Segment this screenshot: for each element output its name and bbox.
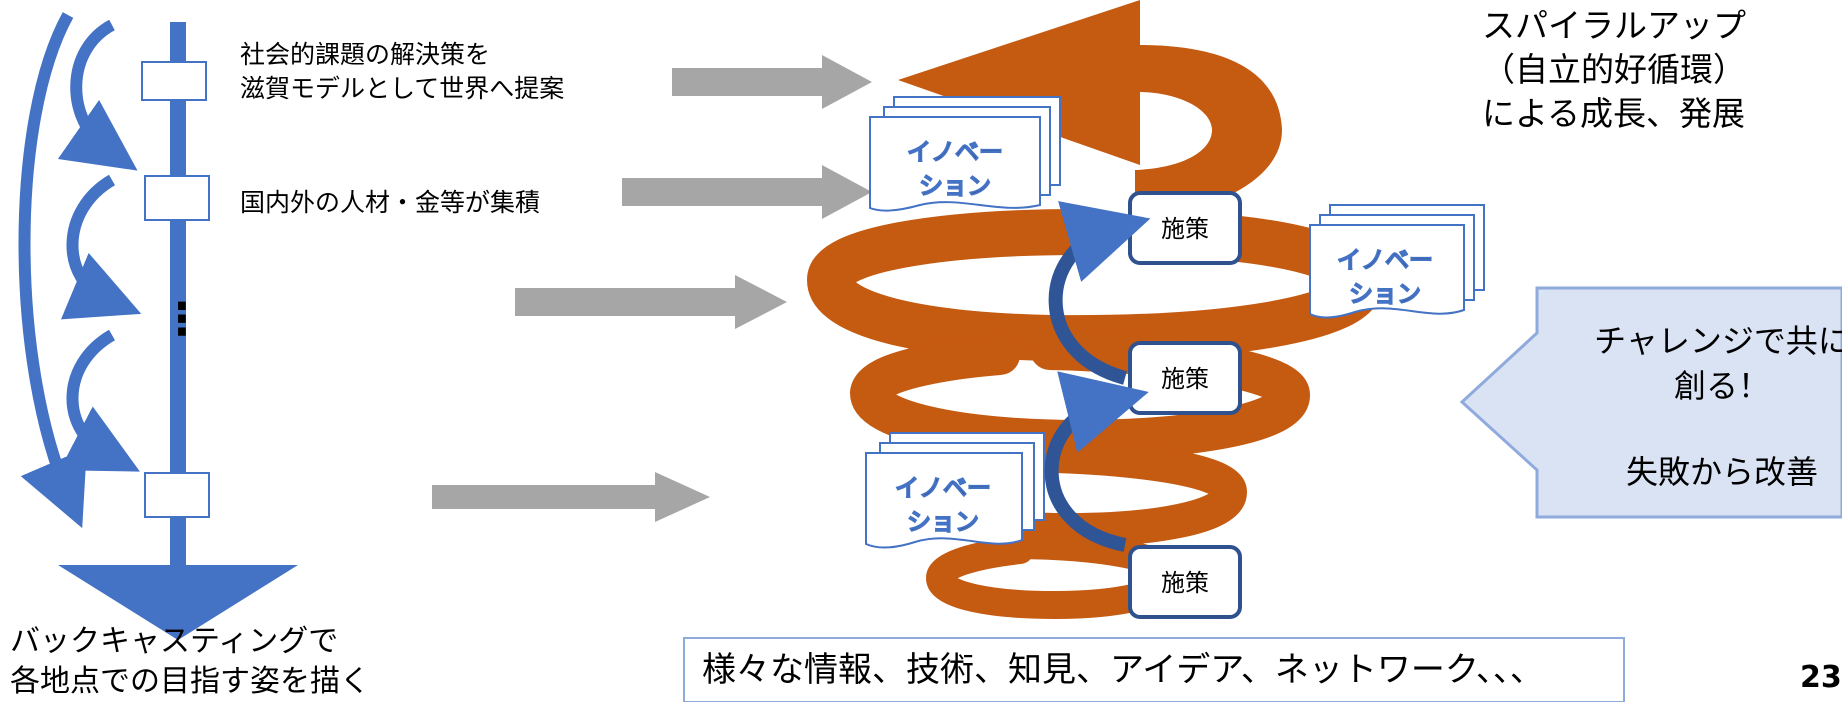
bottom-info-box xyxy=(683,637,1625,702)
continuation-dots: ⋮ xyxy=(160,294,204,345)
caption-line-1: バックキャスティングで xyxy=(10,624,339,659)
challenge-line-1: チャレンジで共に xyxy=(1594,322,1842,360)
innovation-doc-bottom: イノベー ション xyxy=(865,432,1045,549)
spiral-top-loop xyxy=(1135,45,1282,218)
measure-label: 施策 xyxy=(1161,215,1209,243)
timeline-axis xyxy=(58,22,298,640)
spiral-arrow-head xyxy=(898,0,1140,165)
gray-arrows xyxy=(432,55,872,522)
measure-box-mid: 施策 xyxy=(1128,341,1242,415)
innovation-label-1: イノベー xyxy=(895,474,991,502)
milestone-top-line-1: 社会的課題の解決策を xyxy=(240,40,491,69)
measure-arrows xyxy=(1044,201,1151,552)
backcasting-long-arrow xyxy=(18,12,87,529)
bottom-info-text: 様々な情報、技術、知見、アイデア、ネットワーク、、、 xyxy=(702,650,1544,690)
innovation-doc-right: イノベー ション xyxy=(1309,204,1485,319)
innovation-doc-top: イノベー ション xyxy=(869,96,1061,212)
measure-label: 施策 xyxy=(1161,365,1209,393)
milestone-top-text: 社会的課題の解決策を 滋賀モデルとして世界へ提案 xyxy=(240,38,564,106)
milestone-box-bottom xyxy=(144,472,210,518)
challenge-line-2: 創る！ xyxy=(1674,367,1770,405)
backcasting-short-arrows xyxy=(57,19,142,472)
page-number: 23 xyxy=(1800,660,1842,695)
spiral-title-line-2: （自立的好循環） xyxy=(1482,50,1746,89)
challenge-line-3: 失敗から改善 xyxy=(1626,453,1818,491)
innovation-label-2: ション xyxy=(1349,280,1421,308)
milestone-mid-text: 国内外の人材・金等が集積 xyxy=(240,188,541,217)
innovation-label-1: イノベー xyxy=(907,138,1003,166)
spiral-title-line-1: スパイラルアップ xyxy=(1482,6,1746,45)
backcasting-caption: バックキャスティングで 各地点での目指す姿を描く xyxy=(10,622,370,702)
spiral-title-line-3: による成長、発展 xyxy=(1482,94,1746,133)
spiral-up-title: スパイラルアップ （自立的好循環） による成長、発展 xyxy=(1482,4,1746,136)
milestone-top-line-2: 滋賀モデルとして世界へ提案 xyxy=(240,74,565,103)
measure-label: 施策 xyxy=(1161,569,1209,597)
milestone-box-top xyxy=(141,61,207,101)
caption-line-2: 各地点での目指す姿を描く xyxy=(10,664,370,699)
measure-box-top: 施策 xyxy=(1128,191,1242,265)
innovation-label-1: イノベー xyxy=(1337,246,1433,274)
innovation-label-2: ション xyxy=(919,172,991,200)
innovation-label-2: ション xyxy=(907,508,979,536)
challenge-arrow: チャレンジで共に 創る！ 失敗から改善 xyxy=(1459,286,1842,519)
milestone-box-mid xyxy=(144,175,210,221)
measure-box-bottom: 施策 xyxy=(1128,545,1242,619)
